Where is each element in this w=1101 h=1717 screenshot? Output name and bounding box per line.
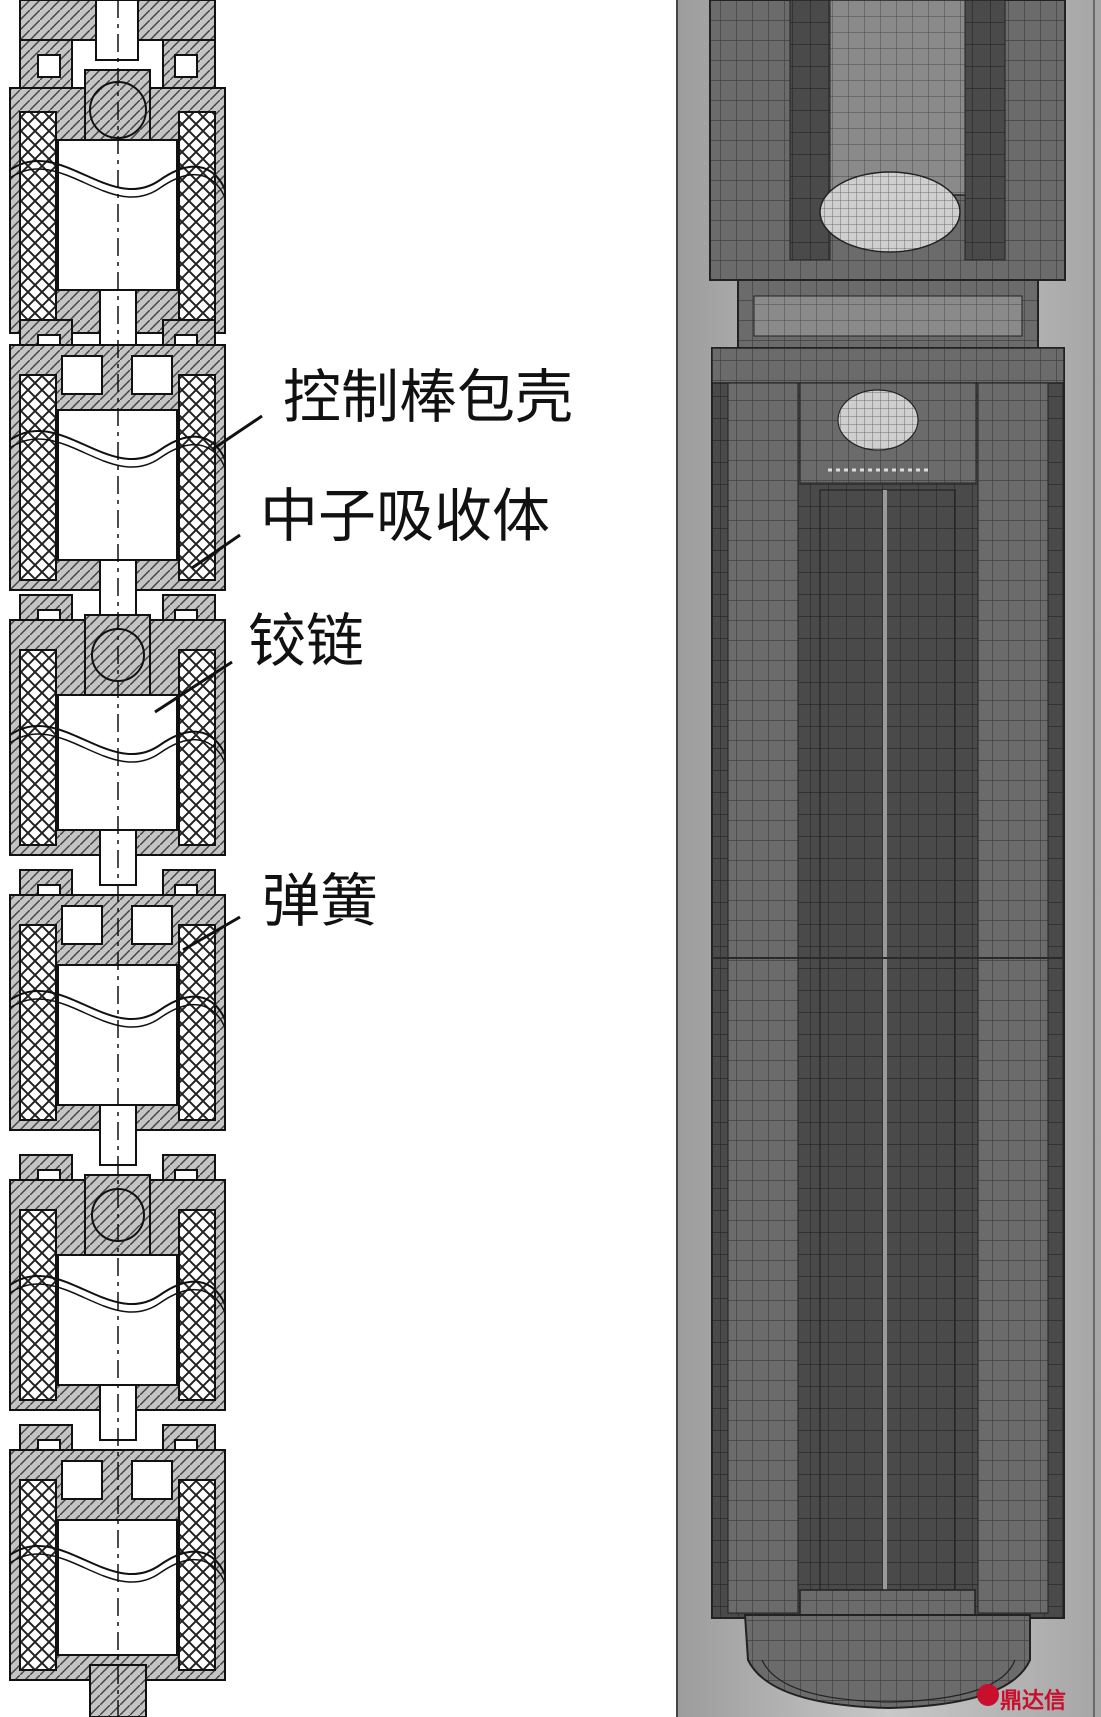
fe-mesh-model xyxy=(676,0,1101,1717)
lower-hinge-mesh xyxy=(837,389,919,451)
watermark-logo-icon xyxy=(977,1684,999,1706)
watermark: 鼎达信 xyxy=(1000,1689,1067,1714)
bottom-end-cap xyxy=(743,1614,1031,1710)
upper-hinge-mesh xyxy=(819,171,961,253)
leader-absorber xyxy=(191,533,241,570)
control-rod-cross-section xyxy=(9,0,226,1717)
segment-4 xyxy=(9,869,226,1166)
leader-cladding xyxy=(212,414,263,451)
label-spring: 弹簧 xyxy=(262,867,379,935)
upper-segment-inner xyxy=(827,0,969,196)
leader-spring xyxy=(182,915,241,952)
top-connector-bore xyxy=(95,0,139,61)
inner-absorber-mesh xyxy=(819,489,956,1591)
label-hinge: 铰链 xyxy=(248,607,365,675)
label-absorber: 中子吸收体 xyxy=(260,482,551,550)
leader-hinge xyxy=(154,660,233,714)
label-cladding: 控制棒包壳 xyxy=(283,363,574,431)
